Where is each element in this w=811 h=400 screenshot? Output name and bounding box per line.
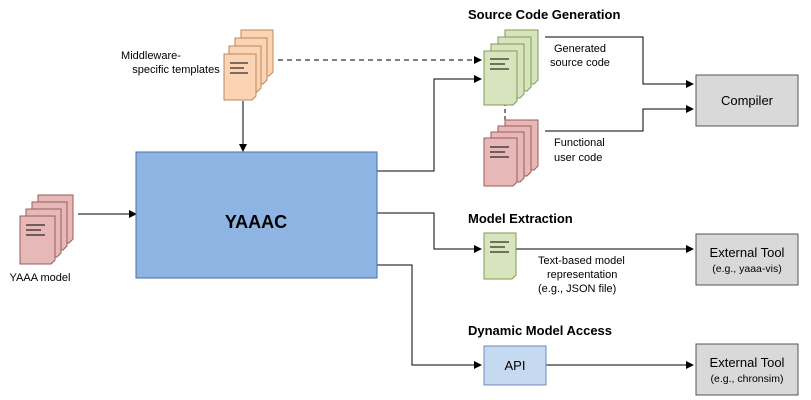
extraction-title: Model Extraction bbox=[468, 211, 573, 226]
functional-label-line2: user code bbox=[554, 152, 602, 164]
api-box: API bbox=[483, 345, 547, 386]
dynamic-title: Dynamic Model Access bbox=[468, 323, 612, 338]
text-model-label-line2: representation bbox=[547, 269, 617, 281]
yaaac-label: YAAAC bbox=[225, 212, 287, 232]
model-label: YAAA model bbox=[10, 272, 71, 284]
tool2-name: External Tool bbox=[710, 355, 785, 370]
edge-yaaac-to-generated bbox=[377, 75, 482, 172]
edge-yaaac-to-textmodel bbox=[377, 212, 482, 253]
functional-document-stack bbox=[483, 119, 539, 187]
external-tool-chronsim: External Tool (e.g., chronsim) bbox=[695, 343, 799, 396]
generated-label-line2: source code bbox=[550, 57, 610, 69]
text-model-label-line1: Text-based model bbox=[538, 255, 625, 267]
template-document-stack bbox=[223, 29, 274, 101]
tool1-name: External Tool bbox=[710, 245, 785, 260]
generated-label-line1: Generated bbox=[554, 43, 606, 55]
text-model-label-line3: (e.g., JSON file) bbox=[538, 283, 616, 295]
tool2-example: (e.g., chronsim) bbox=[711, 373, 784, 385]
external-tool-yaaa-vis: External Tool (e.g., yaaa-vis) bbox=[695, 233, 799, 286]
codegen-title: Source Code Generation bbox=[468, 7, 620, 22]
model-document-stack bbox=[19, 194, 74, 265]
compiler-box: Compiler bbox=[695, 74, 799, 127]
edge-generated-to-compiler bbox=[545, 36, 694, 88]
api-label: API bbox=[505, 358, 526, 373]
text-model-document bbox=[483, 232, 517, 280]
yaaac-box: YAAAC bbox=[135, 151, 378, 279]
edge-functional-to-compiler bbox=[545, 105, 694, 132]
tool1-example: (e.g., yaaa-vis) bbox=[712, 263, 781, 275]
edge-yaaac-to-api bbox=[377, 264, 482, 369]
functional-label-line1: Functional bbox=[554, 137, 605, 149]
generated-document-stack bbox=[483, 29, 539, 106]
templates-label-line2: specific templates bbox=[132, 64, 220, 76]
compiler-label: Compiler bbox=[721, 93, 774, 108]
templates-label-line1: Middleware- bbox=[121, 50, 181, 62]
